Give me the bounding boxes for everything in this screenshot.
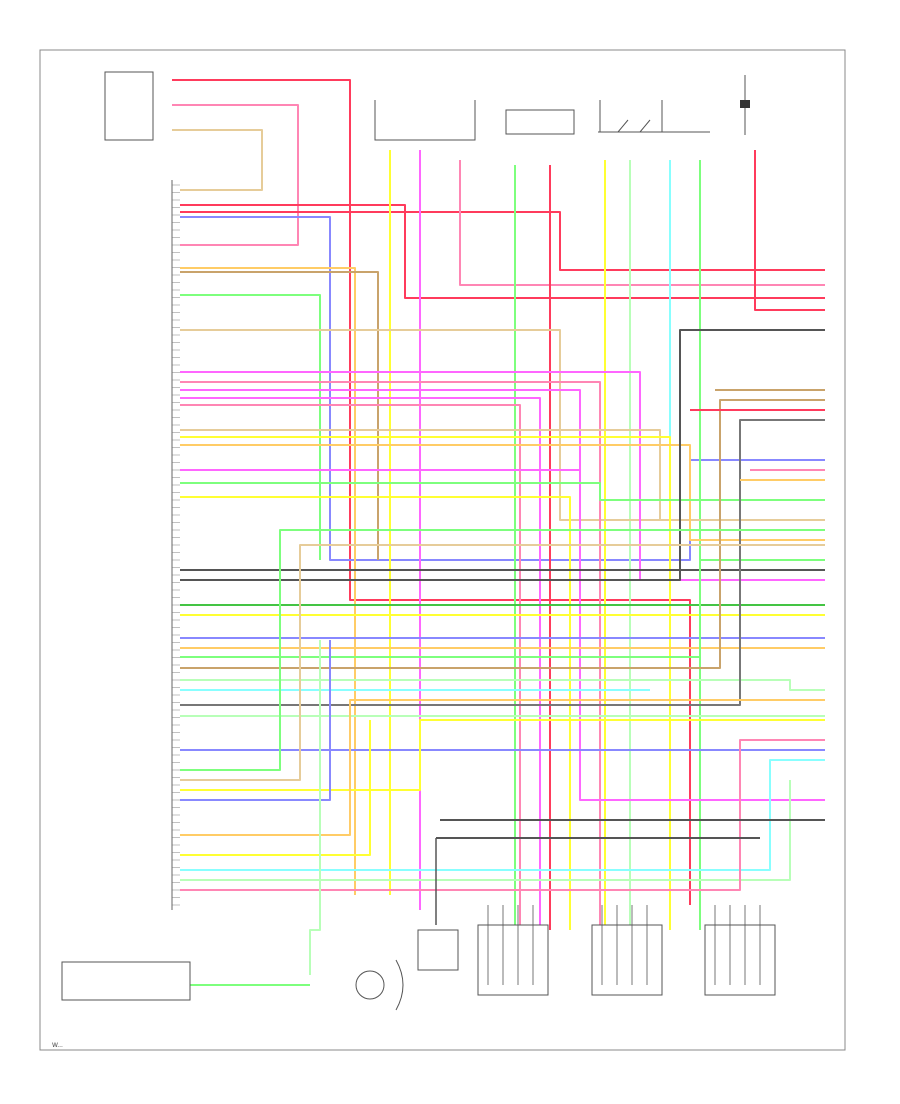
wire-tan-2 xyxy=(172,129,263,191)
wire-pnk-24 xyxy=(180,404,521,930)
bottom-left-module xyxy=(61,961,191,1001)
switch-assembly xyxy=(598,100,710,133)
wire-ltgrn-39 xyxy=(180,679,825,691)
wire-gry-41 xyxy=(180,419,825,706)
wire-red-15 xyxy=(754,150,825,311)
wire-yel-49 xyxy=(180,720,371,856)
wire-tan-19 xyxy=(180,329,825,521)
wire-layer xyxy=(172,79,825,986)
wire-grn-44 xyxy=(180,529,825,771)
wire-grn-29 xyxy=(180,482,825,501)
wire-red-4 xyxy=(180,211,825,271)
top-left-relay-module xyxy=(104,71,154,141)
solenoid-internal-wiring xyxy=(487,905,761,985)
wire-blu-47 xyxy=(180,640,331,801)
wire-vio-20 xyxy=(180,371,825,581)
junction-box xyxy=(374,100,476,141)
wire-tan-25 xyxy=(180,429,661,520)
solenoid-block-2 xyxy=(591,924,663,996)
wire-ltgrn-54 xyxy=(309,640,321,975)
wire-orn-16 xyxy=(180,267,356,895)
wire-orn-48 xyxy=(180,699,825,836)
wire-tan-45 xyxy=(180,544,825,781)
motor-icon xyxy=(355,959,404,1011)
wire-blu-5 xyxy=(180,216,825,561)
footer-code: W... xyxy=(52,1042,63,1049)
wire-ltblu-50 xyxy=(180,759,825,871)
wire-brn-38 xyxy=(180,399,825,669)
wire-pnk-21 xyxy=(180,381,601,930)
wire-brn-17 xyxy=(180,271,379,560)
solenoid-block-1 xyxy=(477,924,549,996)
bottom-mid-sensor xyxy=(417,929,459,971)
wire-red-3 xyxy=(180,204,825,299)
wire-red-0 xyxy=(172,79,691,905)
wire-ltgrn-51 xyxy=(180,780,791,881)
wire-grn-37 xyxy=(180,559,825,658)
wire-pnk-1 xyxy=(172,104,299,246)
wire-yel-26 xyxy=(180,436,671,930)
wire-vio-28 xyxy=(180,469,825,801)
wire-blk-32 xyxy=(180,329,825,581)
solenoid-block-3 xyxy=(704,924,776,996)
diagram-frame xyxy=(39,49,846,1051)
wire-pnk-8 xyxy=(459,160,825,286)
speed-sensor-module xyxy=(505,109,575,135)
diode-icon xyxy=(740,75,750,135)
wire-yel-46 xyxy=(180,719,825,791)
wire-pnk-52 xyxy=(180,739,825,891)
wire-orn-27 xyxy=(180,444,825,541)
wire-grn-18 xyxy=(180,294,321,560)
wire-yel-30 xyxy=(180,496,571,930)
wire-vio-23 xyxy=(180,397,541,930)
